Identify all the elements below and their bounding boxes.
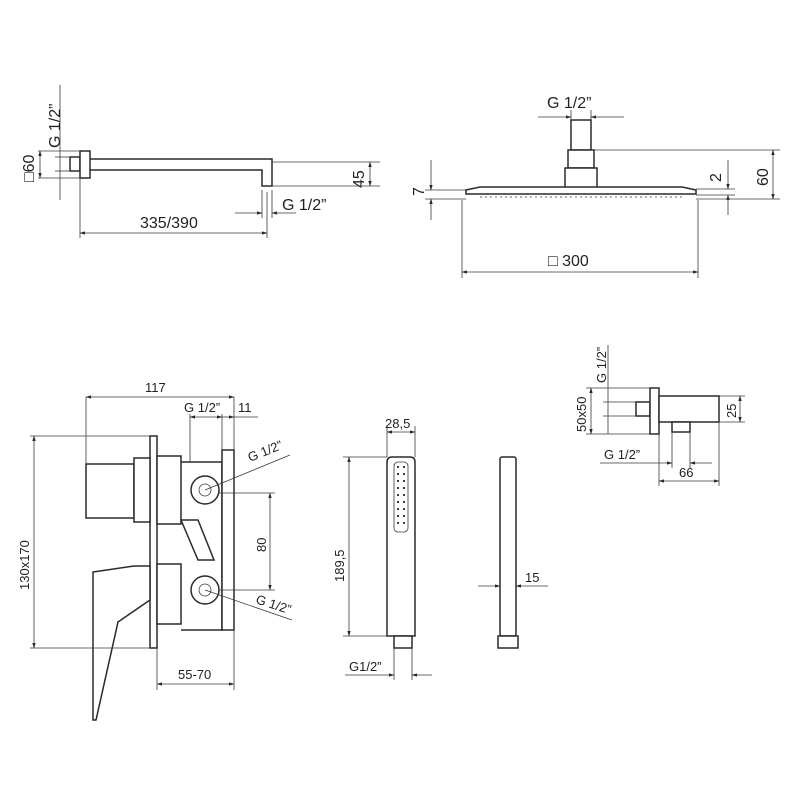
hand-shower-width-label: 28,5	[385, 416, 410, 431]
hand-shower-thread-label: G1/2”	[349, 659, 382, 674]
hand-shower-view: 28,5 189,5 G1/2” 15	[332, 416, 548, 680]
mixer-install-depth-label: 55-70	[178, 667, 211, 682]
outlet-connector	[671, 421, 691, 433]
mixer-diverter-knob	[85, 463, 135, 519]
outlet-inlet-thread	[635, 401, 651, 417]
wall-outlet-view: G 1/2” 50x50 25 G 1/2” 66	[574, 345, 745, 486]
head-size-label: □ 300	[548, 253, 589, 270]
outlet-inlet-thread-label: G 1/2”	[594, 347, 609, 383]
head-plate	[465, 186, 697, 195]
outlet-height-label: 25	[724, 404, 739, 418]
arm-height-label: 45	[351, 170, 368, 188]
mixer-spacing-label: 80	[254, 538, 269, 552]
mixer-bridge	[179, 519, 216, 561]
outlet-body	[658, 395, 720, 423]
head-swivel	[564, 167, 598, 189]
mixer-upper-cartridge	[156, 455, 182, 525]
hand-shower-side-thread	[497, 635, 519, 649]
mixer-depth-label: 11	[238, 400, 252, 415]
head-thickness-label: 7	[411, 187, 428, 196]
shower-head-view: G 1/2” 7 2 60 □ 300	[411, 95, 780, 278]
mixer-wall-plate	[149, 435, 158, 649]
outlet-thread-label: G 1/2”	[604, 447, 640, 462]
outlet-length-label: 66	[679, 465, 693, 480]
mixer-lever	[92, 565, 151, 721]
arm-thread	[69, 156, 81, 172]
mixer-upper-outlet-label: G 1/2”	[246, 437, 285, 464]
head-height-label: 60	[755, 168, 772, 186]
mixer-lower-cartridge	[156, 563, 182, 625]
arm-length-label: 335/390	[140, 215, 198, 232]
mixer-thread-label: G 1/2”	[184, 400, 220, 415]
outlet-wall-plate	[649, 387, 660, 435]
mixer-knob-sleeve	[133, 457, 151, 523]
head-gap-label: 2	[708, 173, 725, 182]
hand-shower-body	[386, 456, 416, 637]
hand-shower-length-label: 189,5	[332, 549, 347, 582]
hand-shower-spray-face	[393, 461, 409, 533]
arm-thread-label: G 1/2”	[47, 104, 64, 148]
mixer-width-label: 117	[145, 380, 166, 395]
head-thread	[570, 119, 592, 151]
mixer-box	[221, 449, 235, 631]
head-thread-label: G 1/2”	[547, 95, 591, 112]
mixer-view: 117 G 1/2” 11 G 1/2” 130x170 80 G 1/2” 5…	[17, 380, 293, 721]
arm-outlet-thread-label: G 1/2”	[282, 197, 326, 214]
mixer-plate-label: 130x170	[17, 540, 32, 590]
head-nut	[567, 149, 595, 169]
hand-shower-nozzles	[396, 465, 406, 525]
hand-shower-thread	[393, 635, 413, 649]
mixer-lower-outlet-label: G 1/2”	[254, 592, 293, 617]
arm-tube	[90, 158, 273, 187]
arm-flange-label: □60	[21, 154, 38, 182]
outlet-plate-label: 50x50	[574, 397, 589, 432]
hand-shower-side	[499, 456, 517, 637]
shower-arm-view: G 1/2” □60 45 335/390 G 1/2”	[21, 85, 380, 238]
hand-shower-thickness-label: 15	[525, 570, 539, 585]
arm-flange	[79, 150, 91, 179]
